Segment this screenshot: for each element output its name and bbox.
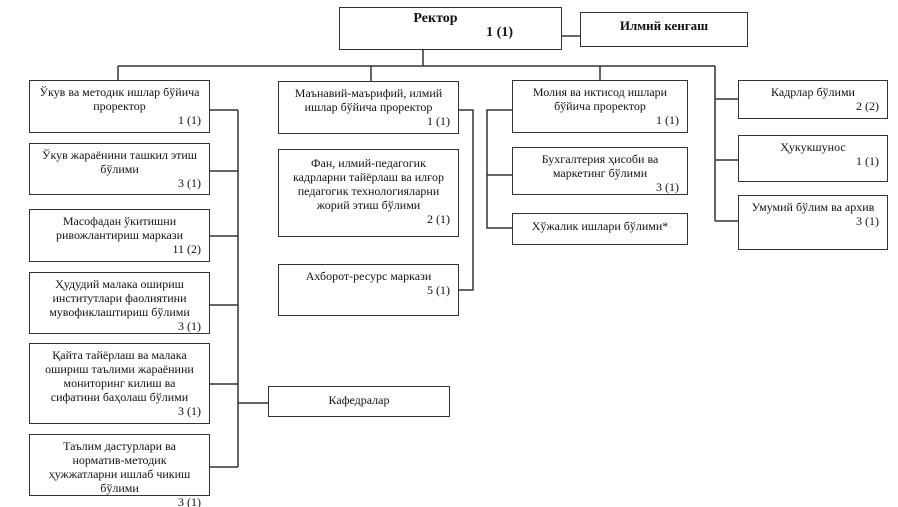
box-title: Молия ва иктисод ишлари бўйича проректор: [532, 85, 668, 113]
box-count: 3 (1): [178, 495, 201, 507]
box-count: 5 (1): [427, 283, 450, 297]
left-box-3: Ҳудудий малака ошириш институтлари фаоли…: [29, 272, 210, 334]
council-box: Илмий кенгаш: [580, 12, 748, 47]
finance-box-0: Молия ва иктисод ишлари бўйича проректор…: [512, 80, 688, 133]
box-count: 3 (1): [178, 319, 201, 333]
box-count: 3 (1): [856, 214, 879, 228]
box-title: Хўжалик ишлари бўлими*: [531, 219, 669, 233]
box-count: 1 (1): [178, 113, 201, 127]
rector-title: Ректор: [413, 11, 458, 26]
left-box-4: Қайта тайёрлаш ва малака ошириш таълими …: [29, 343, 210, 424]
rector-count: 1 (1): [486, 25, 513, 40]
rector-box: Ректор 1 (1): [339, 7, 562, 50]
right-box-1: Ҳукукшунос 1 (1): [738, 135, 888, 182]
box-title: Ўкув жараёнини ташкил этиш бўлими: [41, 148, 198, 176]
box-title: Фан, илмий-педагогик кадрларни тайёрлаш …: [292, 156, 445, 212]
box-title: Масофадан ўкитишни ривожлантириш маркази: [55, 214, 184, 242]
box-title: Ҳукукшунос: [780, 140, 846, 154]
box-title: Бухгалтерия ҳисоби ва маркетинг бўлими: [541, 152, 659, 180]
box-title: Кадрлар бўлими: [771, 85, 855, 99]
box-count: 2 (1): [427, 212, 450, 226]
finance-box-2: Хўжалик ишлари бўлими*: [512, 213, 688, 245]
box-title: Ҳудудий малака ошириш институтлари фаоли…: [49, 277, 190, 319]
box-count: 3 (1): [656, 180, 679, 194]
box-title: Ахборот-ресурс маркази: [305, 269, 432, 283]
council-title: Илмий кенгаш: [619, 18, 709, 33]
box-count: 11 (2): [172, 242, 201, 256]
left-box-5: Таълим дастурлари ва норматив-методик ҳу…: [29, 434, 210, 507]
middle-box-1: Фан, илмий-педагогик кадрларни тайёрлаш …: [278, 149, 459, 237]
box-title: Маънавий-маърифий, илмий ишлар бўйича пр…: [294, 86, 443, 114]
box-title: Ўкув ва методик ишлар бўйича проректор: [39, 85, 200, 113]
left-box-2: Масофадан ўкитишни ривожлантириш маркази…: [29, 209, 210, 262]
middle-box-0: Маънавий-маърифий, илмий ишлар бўйича пр…: [278, 81, 459, 134]
box-count: 1 (1): [427, 114, 450, 128]
box-count: 3 (1): [178, 176, 201, 190]
box-count: 1 (1): [856, 154, 879, 168]
box-title: Кафедралар: [328, 393, 390, 407]
box-count: 3 (1): [178, 404, 201, 418]
box-title: Қайта тайёрлаш ва малака ошириш таълими …: [45, 348, 194, 404]
box-count: 1 (1): [656, 113, 679, 127]
box-count: 2 (2): [856, 99, 879, 113]
box-title: Умумий бўлим ва архив: [751, 200, 875, 214]
kafedralar-box: Кафедралар: [268, 386, 450, 417]
box-title: Таълим дастурлари ва норматив-методик ҳу…: [48, 439, 191, 495]
